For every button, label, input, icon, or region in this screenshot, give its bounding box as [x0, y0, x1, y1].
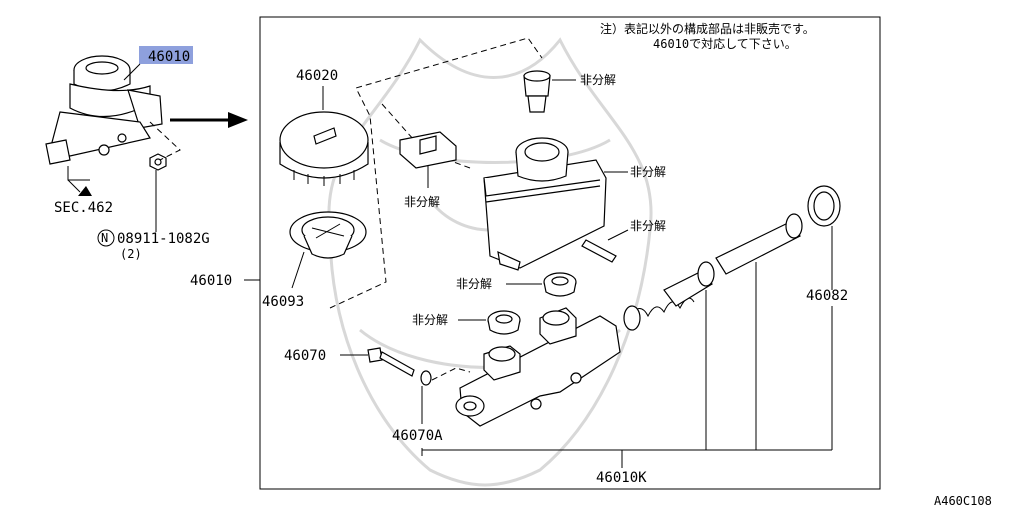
sec-label[interactable]: SEC.462 [54, 200, 113, 216]
spring-icon-front[interactable] [623, 297, 695, 331]
seal-ring-icon[interactable] [807, 185, 841, 227]
retaining-pin-icon[interactable] [581, 239, 617, 263]
grommet-icon-upper[interactable] [543, 272, 577, 297]
washer-icon[interactable] [420, 370, 432, 386]
cylinder-kit-label[interactable]: 46010K [596, 470, 647, 486]
cylinder-body-icon[interactable] [455, 307, 621, 427]
strainer-icon[interactable] [289, 211, 367, 259]
master-cylinder-assembly-icon[interactable] [45, 55, 163, 165]
grommet-icon-lower[interactable] [487, 310, 521, 335]
non-serviceable-label-connector: 非分解 [404, 195, 440, 209]
bolt-icon[interactable] [367, 347, 415, 377]
secondary-piston-icon[interactable] [715, 213, 803, 275]
note-line-2: 46010で対応して下さい。 [653, 37, 797, 51]
n-circle-icon [97, 229, 115, 247]
non-serviceable-label-pin: 非分解 [630, 219, 666, 233]
exploded-view-arrow-icon [228, 112, 248, 128]
sec-arrow-icon [78, 186, 92, 196]
exploded-view-frame [259, 16, 881, 490]
level-switch-connector-icon[interactable] [399, 131, 457, 169]
non-serviceable-label-valve: 非分解 [580, 73, 616, 87]
non-serviceable-label-grommet-lower: 非分解 [412, 313, 448, 327]
reservoir-cap-icon[interactable] [279, 111, 369, 186]
non-serviceable-label-reservoir: 非分解 [630, 165, 666, 179]
n-circle-letter: N [101, 231, 108, 245]
assembly-label-left[interactable]: 46010 [148, 49, 190, 65]
piston-kit-label[interactable]: 46082 [806, 288, 848, 304]
cap-label[interactable]: 46020 [296, 68, 338, 84]
strainer-label[interactable]: 46093 [262, 294, 304, 310]
washer-label[interactable]: 46070A [392, 428, 443, 444]
note-line-1: 注）表記以外の構成部品は非販売です。 [600, 21, 815, 36]
assembly-label[interactable]: 46010 [190, 273, 232, 289]
nut-part-number[interactable]: 08911-1082G [117, 231, 210, 247]
nut-quantity: (2) [120, 247, 142, 261]
bolt-label[interactable]: 46070 [284, 348, 326, 364]
primary-piston-icon[interactable] [663, 261, 715, 307]
check-valve-icon[interactable] [523, 70, 551, 113]
assembly-label-highlight [139, 46, 193, 64]
figure-code: A460C108 [934, 494, 992, 508]
non-serviceable-label-grommet-upper: 非分解 [456, 277, 492, 291]
nut-icon[interactable] [149, 153, 167, 171]
reservoir-tank-icon[interactable] [483, 137, 607, 271]
